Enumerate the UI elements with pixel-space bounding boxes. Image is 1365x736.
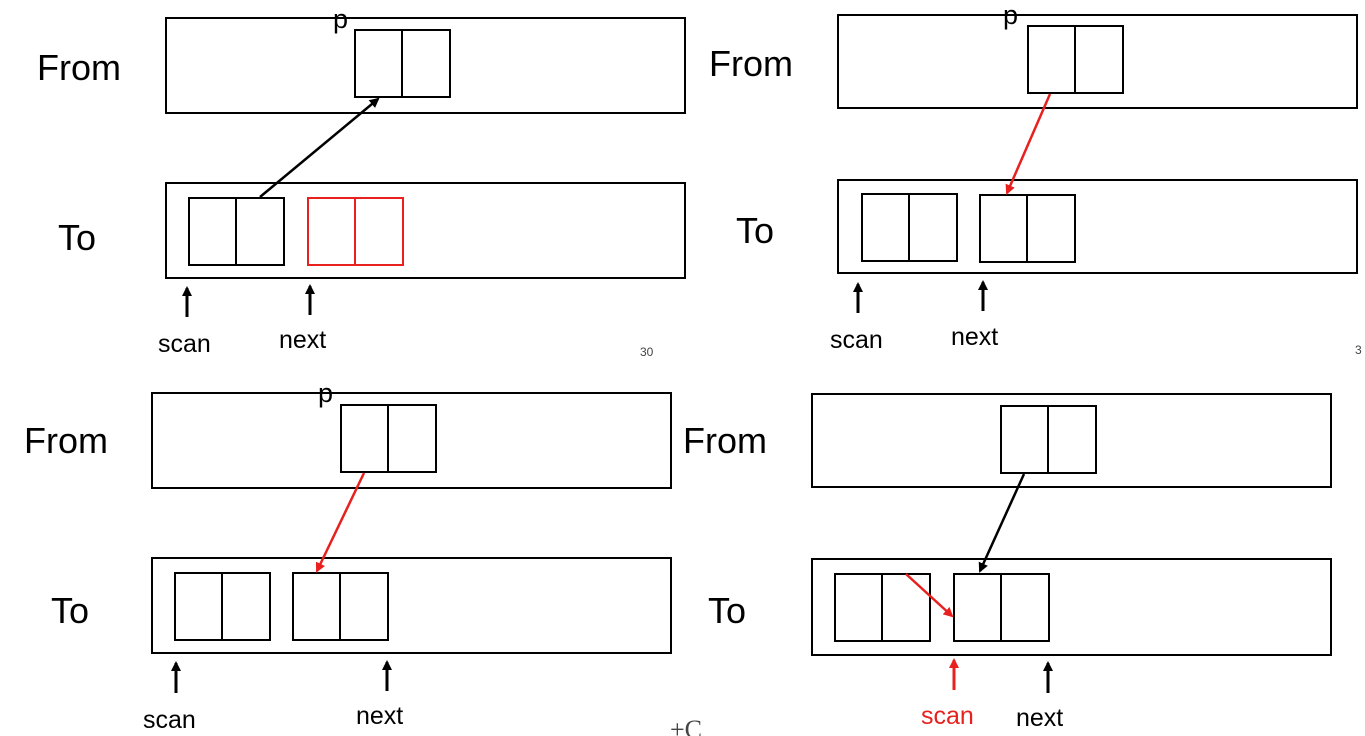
to-space [165,182,686,279]
from-object [1000,405,1097,474]
from-label: From [709,43,793,84]
to-space [811,558,1332,656]
to-space [151,557,672,654]
to-object-scanned [834,573,931,642]
to-label: To [708,590,746,631]
to-label: To [736,210,774,251]
from-space [837,14,1358,109]
next-label: next [356,702,403,730]
to-object-copy [979,194,1076,263]
from-label: From [683,420,767,461]
to-object-new-copy [307,197,404,266]
pointer-label-p: p [318,378,333,408]
updated-reference-arrow [905,573,954,618]
from-label: From [37,47,121,88]
panel-3: From p To scan next +C [24,378,702,736]
to-object-scanned [174,572,271,641]
stray-mark: 30 [640,345,654,359]
scan-label: scan [158,330,211,358]
forwarding-arrow [315,472,366,573]
scan-label: scan [143,706,196,734]
next-label: next [1016,704,1063,732]
next-label: next [279,326,326,354]
stray-mark: +C [670,715,702,736]
scan-label: scan [830,326,883,354]
from-object [354,29,451,98]
from-label: From [24,420,108,461]
panel-1: From p To scan next 30 [37,4,686,359]
from-space [151,392,672,489]
to-object-copy [292,572,389,641]
to-object-copy [953,573,1050,642]
from-object [340,404,437,473]
forwarding-arrow [1005,93,1052,195]
reference-arrow [259,97,380,198]
next-label: next [951,323,998,351]
from-object [1027,25,1124,94]
to-label: To [58,217,96,258]
to-space [837,179,1358,274]
to-object-scanned [188,197,285,266]
panel-4: From To scan next [683,393,1332,732]
to-label: To [51,590,89,631]
pointer-label-p: p [333,4,348,34]
stray-mark: 3 [1355,343,1362,357]
scan-label: scan [921,702,974,730]
from-space [811,393,1332,488]
from-space [165,17,686,114]
forwarding-arrow [978,473,1026,573]
to-object-scanned [861,193,958,262]
panel-2: From p To scan next 3 [709,0,1362,357]
pointer-label-p: p [1003,0,1018,30]
